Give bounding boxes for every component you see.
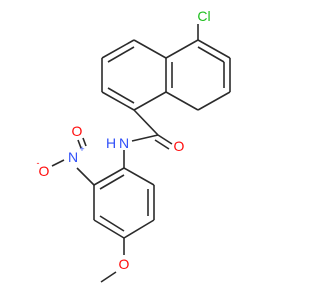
bond bbox=[197, 46, 225, 63]
bond bbox=[82, 137, 87, 147]
bond bbox=[157, 134, 173, 145]
bond bbox=[133, 39, 167, 59]
bond bbox=[76, 167, 95, 186]
bond bbox=[165, 39, 199, 59]
atom-o-nitro-single: O bbox=[39, 163, 50, 179]
bond bbox=[154, 139, 170, 150]
atom-n-nitro: N bbox=[68, 149, 78, 165]
bond bbox=[93, 219, 125, 239]
bond bbox=[101, 91, 135, 111]
bond bbox=[101, 39, 135, 59]
bond bbox=[197, 39, 231, 59]
bond bbox=[77, 139, 82, 149]
atom-o-methoxy: O bbox=[119, 256, 130, 272]
bond bbox=[133, 109, 159, 136]
bond bbox=[165, 91, 199, 111]
atom-n-amide: N bbox=[119, 135, 129, 151]
bond bbox=[123, 219, 155, 239]
bond bbox=[100, 271, 117, 283]
atom-o-carbonyl: O bbox=[174, 138, 185, 154]
charge-minus: - bbox=[37, 158, 40, 168]
bond bbox=[107, 46, 135, 63]
atom-h-amide: H bbox=[106, 135, 116, 151]
atom-cl: Cl bbox=[197, 8, 210, 24]
bond bbox=[99, 215, 125, 232]
molecule-structure: Cl O N H N + O O - O bbox=[37, 8, 231, 283]
bond bbox=[133, 91, 167, 111]
bond bbox=[123, 167, 155, 186]
bond-skeleton bbox=[51, 24, 231, 283]
bond bbox=[107, 87, 135, 104]
bond bbox=[93, 167, 125, 186]
bond bbox=[197, 91, 231, 111]
bond bbox=[51, 159, 65, 167]
atom-labels: Cl O N H N + O O - O bbox=[37, 8, 211, 272]
atom-o-nitro-double: O bbox=[72, 123, 83, 139]
bond bbox=[131, 134, 159, 142]
bond bbox=[99, 174, 125, 190]
charge-plus: + bbox=[79, 144, 84, 154]
